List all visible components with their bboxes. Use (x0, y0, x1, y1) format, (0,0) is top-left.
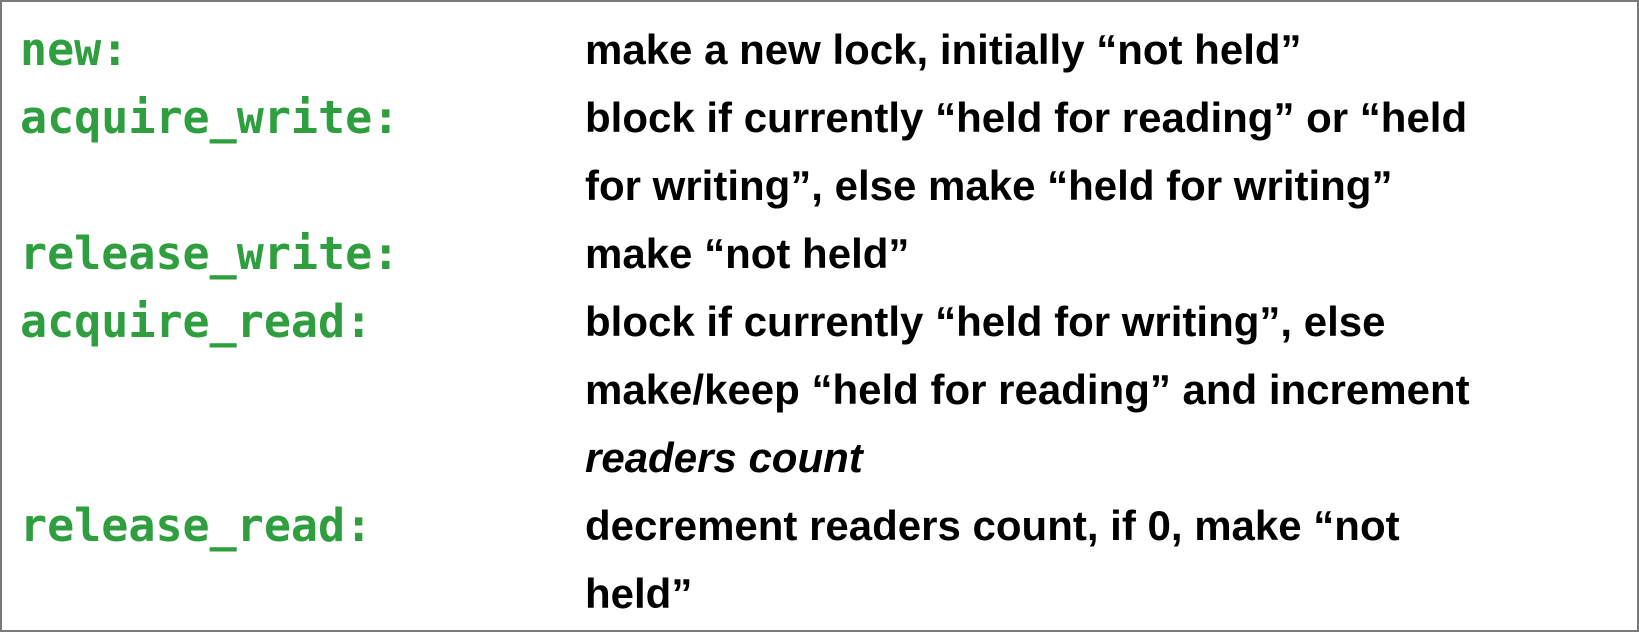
description-line: held” (585, 570, 693, 617)
description-line: make a new lock, initially “not held” (585, 26, 1302, 73)
description-line: block if currently “held for writing”, e… (585, 298, 1386, 345)
description-line-italic: readers count (585, 434, 863, 481)
operation-name-acquire-read: acquire_read: (20, 295, 373, 348)
operation-description-new: make a new lock, initially “not held” (585, 16, 1625, 84)
operation-row-acquire-read: acquire_read: block if currently “held f… (20, 288, 1637, 492)
description-line: make/keep “held for reading” and increme… (585, 366, 1470, 413)
operation-description-release-write: make “not held” (585, 220, 1625, 288)
operation-name-new: new: (20, 23, 129, 76)
operation-row-release-read: release_read: decrement readers count, i… (20, 492, 1637, 628)
operation-name-release-write: release_write: (20, 227, 400, 280)
description-line: decrement readers count, if 0, make “not (585, 502, 1400, 549)
operation-row-release-write: release_write: make “not held” (20, 220, 1637, 288)
operation-description-acquire-write: block if currently “held for reading” or… (585, 84, 1625, 220)
operation-name-release-read: release_read: (20, 499, 373, 552)
operation-description-release-read: decrement readers count, if 0, make “not… (585, 492, 1625, 628)
operation-name-acquire-write: acquire_write: (20, 91, 400, 144)
operation-row-new: new: make a new lock, initially “not hel… (20, 16, 1637, 84)
operation-row-acquire-write: acquire_write: block if currently “held … (20, 84, 1637, 220)
description-line: block if currently “held for reading” or… (585, 94, 1468, 141)
description-line: for writing”, else make “held for writin… (585, 162, 1393, 209)
operation-description-acquire-read: block if currently “held for writing”, e… (585, 288, 1625, 492)
description-line: make “not held” (585, 230, 910, 277)
